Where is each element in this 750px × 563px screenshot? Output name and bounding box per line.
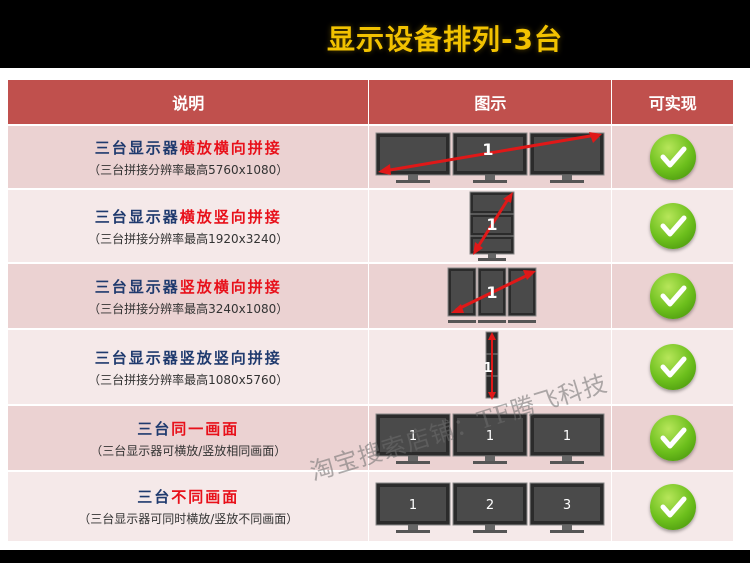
table-row: 三台显示器横放横向拼接 （三台拼接分辨率最高5760x1080） — [8, 124, 733, 189]
table-row: 三台同一画面 （三台显示器可横放/竖放相同画面） 1 1 — [8, 404, 733, 471]
screen-label: 1 — [563, 429, 571, 444]
row-check — [611, 262, 733, 329]
desc-prefix: 三台 — [137, 488, 172, 506]
monitor-icon — [507, 267, 537, 323]
span-arrow-icon — [488, 332, 497, 400]
row-description: 三台显示器竖放横向拼接 （三台拼接分辨率最高3240x1080） — [8, 262, 370, 329]
desc-prefix: 三台 — [137, 419, 172, 438]
table-header-row: 说明 图示 可实现 — [8, 80, 733, 125]
monitor-icon: 1 — [452, 413, 528, 464]
bottom-bar — [0, 550, 750, 563]
span-arrow-icon — [378, 132, 603, 175]
monitor-icon: 1 — [375, 413, 451, 464]
desc-emphasis: 竖放横向拼接 — [179, 277, 282, 296]
monitor-diagram-different-images: 1 2 3 — [375, 482, 605, 533]
content-panel: 说明 图示 可实现 三台显示器横放横向拼接 （三台拼接分辨率最高5760x108… — [0, 68, 750, 550]
monitor-diagram-horizontal-row: 1 — [375, 132, 605, 183]
row-description: 三台不同画面 （三台显示器可同时横放/竖放不同画面） — [8, 470, 370, 541]
desc-prefix: 三台显示器 — [94, 207, 180, 226]
monitor-icon: 2 — [452, 482, 528, 533]
row-description: 三台显示器横放竖向拼接 （三台拼接分辨率最高1920x3240） — [8, 188, 370, 263]
row-diagram: 1 — [368, 328, 613, 405]
monitor-diagram-portrait-row: 1 — [447, 267, 537, 323]
header-achievable: 可实现 — [611, 80, 733, 125]
desc-prefix: 三台显示器 — [94, 138, 180, 157]
screen-label: 1 — [483, 140, 494, 159]
monitor-icon — [469, 191, 515, 215]
desc-resolution: （三台拼接分辨率最高5760x1080） — [88, 162, 289, 177]
desc-prefix: 三台显示器 — [94, 348, 180, 367]
screen-label: 1 — [487, 215, 498, 234]
page-title: 显示设备排列-3台 — [326, 23, 564, 56]
screen-label: 2 — [486, 498, 494, 513]
span-arrow-icon — [473, 192, 514, 255]
arrangement-table: 说明 图示 可实现 三台显示器横放横向拼接 （三台拼接分辨率最高5760x108… — [8, 80, 733, 541]
screen-label: 1 — [484, 361, 493, 376]
monitor-icon — [447, 267, 477, 323]
desc-resolution: （三台拼接分辨率最高3240x1080） — [88, 301, 289, 316]
row-check — [611, 328, 733, 405]
row-check — [611, 124, 733, 189]
title-banner: 显示设备排列-3台 — [0, 0, 750, 68]
row-diagram: 1 2 3 — [368, 470, 613, 541]
screen-label: 1 — [409, 498, 417, 513]
row-description: 三台显示器横放横向拼接 （三台拼接分辨率最高5760x1080） — [8, 124, 370, 189]
header-description: 说明 — [8, 80, 370, 125]
screen-label: 1 — [486, 429, 494, 444]
check-icon — [649, 483, 696, 530]
monitor-icon: 1 — [529, 413, 605, 464]
desc-resolution: （三台拼接分辨率最高1920x3240） — [88, 231, 289, 246]
desc-emphasis: 竖放竖向拼接 — [179, 348, 282, 367]
screen-label: 3 — [563, 498, 571, 513]
desc-resolution: （三台拼接分辨率最高1080x5760） — [88, 372, 289, 387]
row-check — [611, 188, 733, 263]
desc-emphasis: 不同画面 — [171, 488, 240, 506]
row-check — [611, 404, 733, 471]
screen-label: 1 — [487, 283, 498, 302]
row-diagram: 1 1 1 — [368, 404, 613, 471]
row-check — [611, 470, 733, 541]
monitor-diagram-same-image: 1 1 1 — [375, 413, 605, 464]
check-icon — [649, 134, 696, 180]
monitor-diagram-portrait-stack: 1 — [484, 331, 499, 400]
desc-emphasis: 横放竖向拼接 — [179, 207, 282, 226]
row-diagram: 1 — [368, 188, 613, 263]
check-icon — [649, 203, 696, 249]
check-icon — [649, 415, 696, 461]
desc-resolution: （三台显示器可同时横放/竖放不同画面） — [78, 512, 299, 526]
check-icon — [649, 344, 696, 390]
table-row: 三台显示器竖放横向拼接 （三台拼接分辨率最高3240x1080） 1 — [8, 262, 733, 329]
screen-label: 1 — [409, 429, 417, 444]
row-diagram: 1 — [368, 124, 613, 189]
desc-emphasis: 同一画面 — [171, 419, 240, 438]
monitor-icon — [375, 132, 451, 183]
table-row: 三台显示器横放竖向拼接 （三台拼接分辨率最高1920x3240） — [8, 188, 733, 263]
monitor-icon: 1 — [375, 482, 451, 533]
monitor-icon: 3 — [529, 482, 605, 533]
row-description: 三台同一画面 （三台显示器可横放/竖放相同画面） — [8, 404, 370, 471]
desc-prefix: 三台显示器 — [94, 277, 180, 296]
row-diagram: 1 — [368, 262, 613, 329]
table-row: 三台显示器竖放竖向拼接 （三台拼接分辨率最高1080x5760） 1 — [8, 328, 733, 405]
span-arrow-icon — [451, 270, 537, 313]
header-diagram: 图示 — [368, 80, 613, 125]
desc-resolution: （三台显示器可横放/竖放相同画面） — [90, 443, 287, 458]
table-row: 三台不同画面 （三台显示器可同时横放/竖放不同画面） 1 2 — [8, 470, 733, 541]
check-icon — [649, 273, 696, 319]
desc-emphasis: 横放横向拼接 — [179, 138, 282, 157]
monitor-diagram-vertical-stack: 1 — [469, 191, 515, 261]
row-description: 三台显示器竖放竖向拼接 （三台拼接分辨率最高1080x5760） — [8, 328, 370, 405]
